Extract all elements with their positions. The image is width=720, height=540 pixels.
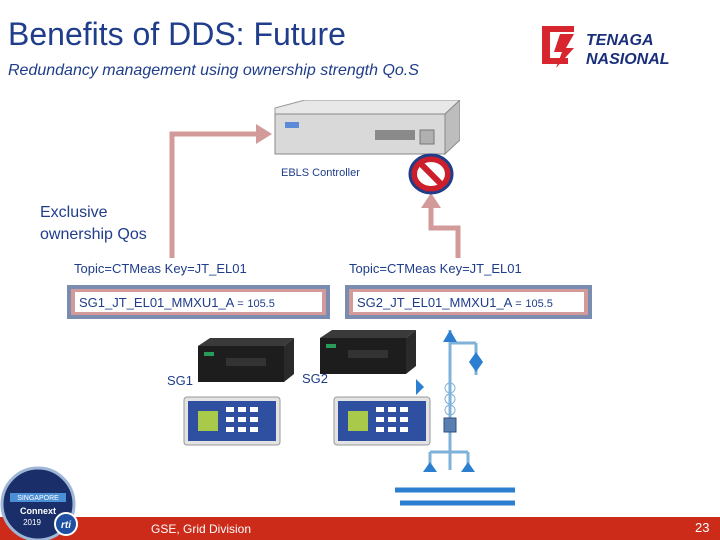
- publisher-value-sg1: 105.5: [247, 298, 275, 310]
- badge-event: Connext: [20, 506, 56, 516]
- sg2-relay-device: [333, 396, 431, 446]
- slide-subtitle: Redundancy management using ownership st…: [8, 62, 419, 79]
- publisher-box-sg2: SG2_JT_EL01_MMXU1_A = 105.5: [345, 285, 592, 319]
- blocked-icon: [408, 153, 454, 195]
- ownership-label: Exclusive ownership Qos: [40, 202, 147, 246]
- controller-label: EBLS Controller: [281, 167, 360, 179]
- arrow-head-sg1: [256, 124, 272, 144]
- footer-bar: [0, 517, 720, 540]
- footer-text: GSE, Grid Division: [151, 522, 252, 536]
- logo-text-1: TENAGA: [586, 32, 654, 49]
- topic-label-sg2: Topic=CTMeas Key=JT_EL01: [349, 261, 522, 276]
- publisher-eq-sg1: =: [237, 298, 244, 310]
- ownership-line-2: ownership Qos: [40, 226, 147, 243]
- sg2-label: SG2: [302, 371, 329, 386]
- topic-label-sg1: Topic=CTMeas Key=JT_EL01: [74, 261, 247, 276]
- tenaga-nasional-logo: TENAGA NASIONAL: [542, 26, 670, 68]
- publisher-value-sg2: 105.5: [525, 298, 553, 310]
- sg1-label: SG1: [167, 373, 194, 388]
- page-number: 23: [695, 520, 710, 535]
- arrow-head-sg2: [421, 193, 441, 208]
- publisher-name-sg1: SG1_JT_EL01_MMXU1_A: [79, 295, 234, 310]
- publisher-name-sg2: SG2_JT_EL01_MMXU1_A: [357, 295, 512, 310]
- sg2-gateway-device: [320, 330, 416, 374]
- connext-2019-badge: SINGAPORE Connext 2019 rti: [0, 466, 78, 540]
- publisher-eq-sg2: =: [515, 298, 522, 310]
- ebls-controller-device: [274, 100, 460, 156]
- logo-text-2: NASIONAL: [586, 51, 670, 68]
- badge-brand: rti: [61, 520, 71, 531]
- sg1-gateway-device: [198, 338, 294, 382]
- slide-title: Benefits of DDS: Future: [8, 16, 346, 52]
- badge-year: 2019: [23, 518, 41, 527]
- ownership-line-1: Exclusive: [40, 204, 108, 221]
- sg1-relay-device: [183, 396, 281, 446]
- publisher-box-sg1: SG1_JT_EL01_MMXU1_A = 105.5: [67, 285, 330, 319]
- badge-city: SINGAPORE: [17, 495, 59, 502]
